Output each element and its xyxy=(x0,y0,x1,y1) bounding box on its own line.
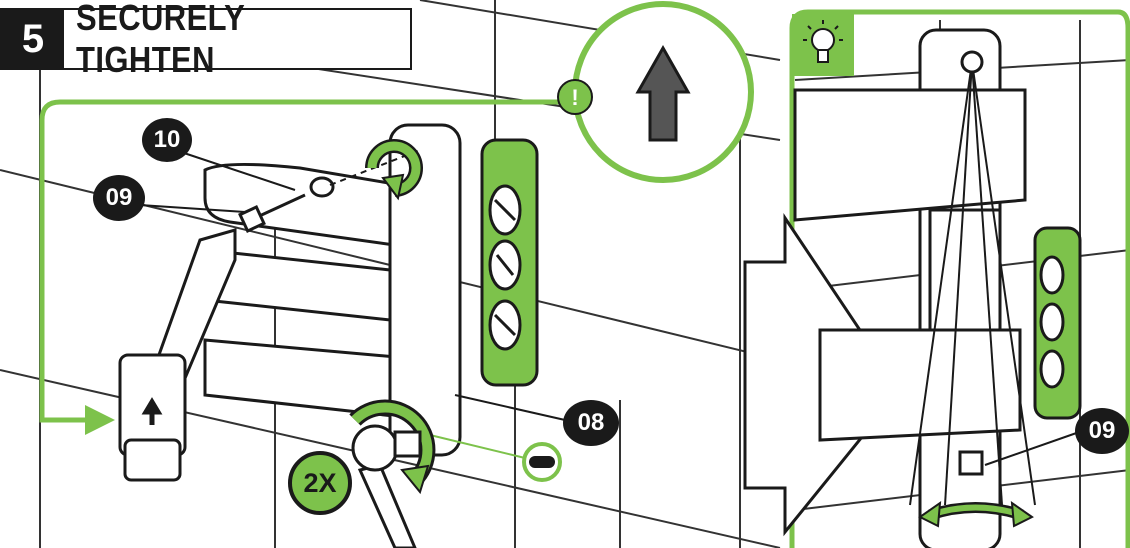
svg-text:!: ! xyxy=(571,85,578,110)
level-icon xyxy=(482,140,537,385)
bottom-pivot-bolt xyxy=(960,452,982,474)
washer-10 xyxy=(311,178,333,196)
top-pivot-bolt xyxy=(962,52,982,72)
zoom-callout xyxy=(575,4,751,180)
level-icon-right xyxy=(1035,228,1080,418)
part-label-08: 08 xyxy=(563,400,619,446)
part-label-10: 10 xyxy=(142,118,192,162)
part-label-09-right: 09 xyxy=(1075,408,1129,454)
wrench-icon xyxy=(353,426,420,548)
part-label-09: 09 xyxy=(93,175,145,221)
quantity-badge: 2X xyxy=(288,451,352,515)
lightbulb-tip-icon xyxy=(792,14,854,76)
step-header: 5 SECURELY TIGHTEN xyxy=(0,8,412,70)
leader-08 xyxy=(455,395,565,420)
step-title: SECURELY TIGHTEN xyxy=(64,10,362,68)
step-number: 5 xyxy=(2,10,64,68)
